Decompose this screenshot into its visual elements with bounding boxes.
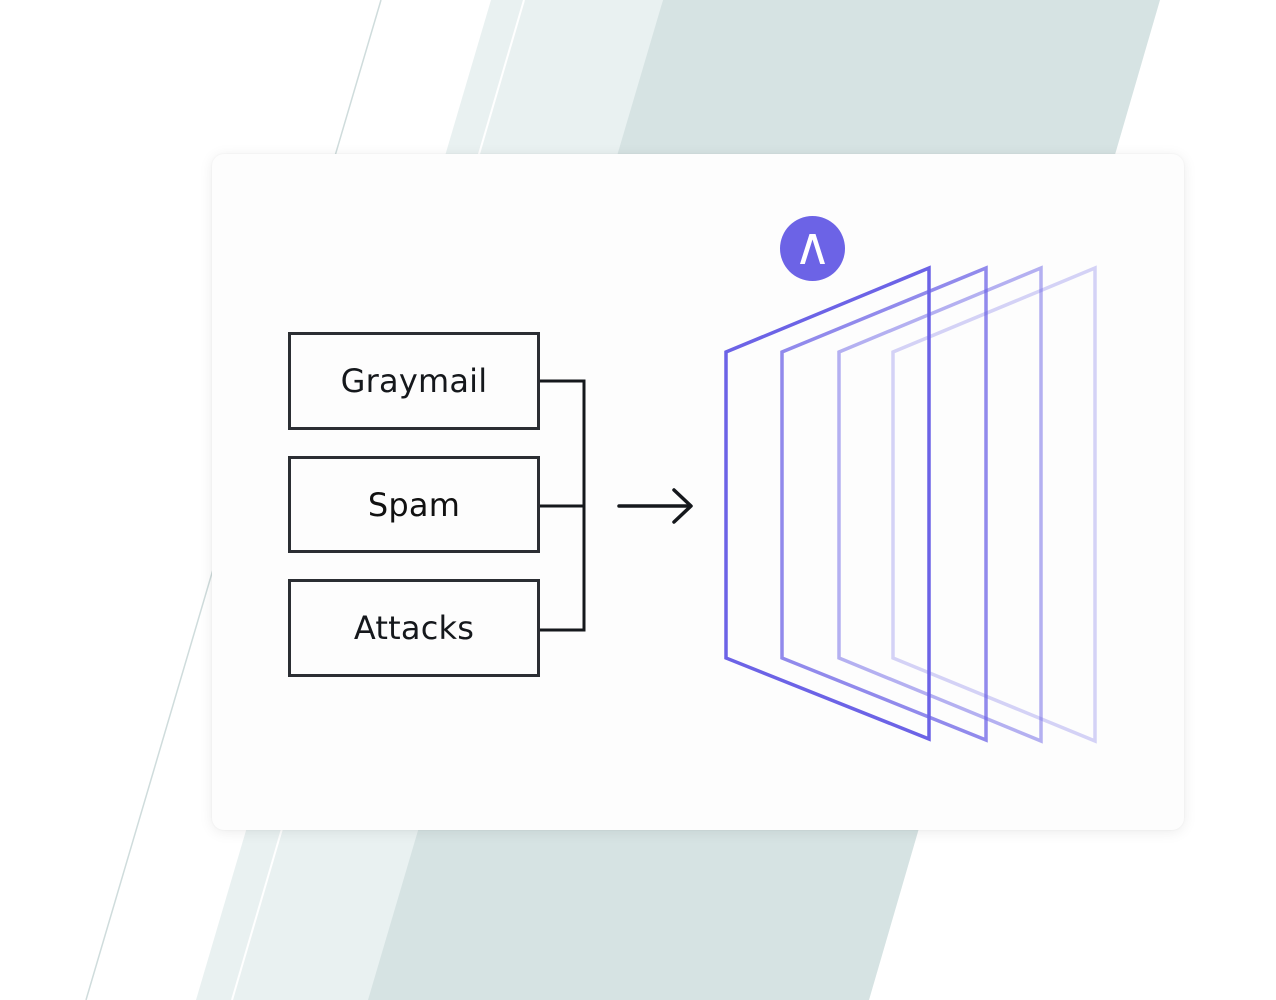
category-label: Attacks [353,609,475,647]
layer-pane [891,265,1097,744]
category-box-attacks: Attacks [288,579,540,677]
category-label: Graymail [340,362,488,400]
layer-pane [780,265,988,743]
category-box-spam: Spam [288,456,540,553]
category-box-graymail: Graymail [288,332,540,430]
caret-logo-icon [800,234,825,264]
bracket-connector [540,379,586,632]
layer-stack [724,265,1097,744]
logo-badge [780,216,845,281]
layer-pane [724,265,931,742]
category-label: Spam [367,485,461,524]
right-arrow-icon [617,488,693,524]
layer-pane [837,265,1043,744]
